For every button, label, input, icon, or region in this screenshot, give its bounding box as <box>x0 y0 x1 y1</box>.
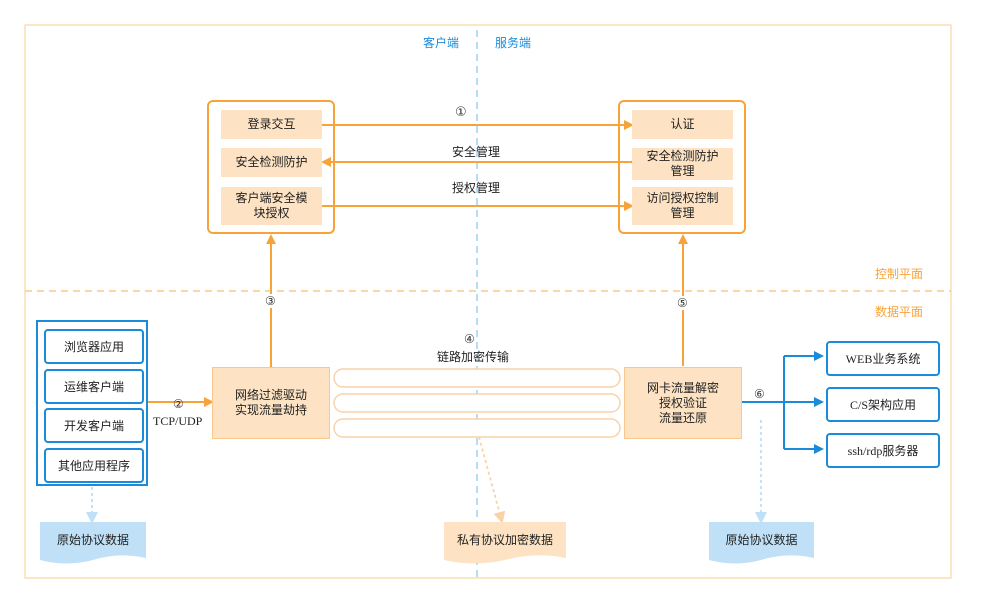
step-5-label: ⑤ <box>677 296 688 310</box>
app-browser: 浏览器应用 <box>44 329 144 364</box>
app-dev-client: 开发客户端 <box>44 408 144 443</box>
data-doc-left <box>40 522 146 564</box>
link-label-1: ① <box>455 105 467 120</box>
protocol-label: TCP/UDP <box>153 414 203 428</box>
client-login-interaction: 登录交互 <box>221 110 322 139</box>
client-header: 客户端 <box>423 36 460 50</box>
server-header: 服务端 <box>495 36 532 50</box>
data-doc-right <box>709 522 814 564</box>
control-plane-label: 控制平面 <box>875 267 924 281</box>
step-6-label: ⑥ <box>754 387 765 401</box>
tunnel-2 <box>333 393 621 413</box>
server-access-control: 访问授权控制 管理 <box>632 187 733 225</box>
raw-data-left-label: 原始协议数据 <box>56 532 129 547</box>
link-label-3: 授权管理 <box>452 181 501 195</box>
app-ops-client: 运维客户端 <box>44 369 144 404</box>
tunnel-label: 链路加密传输 <box>437 350 510 364</box>
client-module-authorization: 客户端安全模 块授权 <box>221 187 322 225</box>
tunnel-3 <box>333 418 621 438</box>
nic-decrypt-module: 网卡流量解密 授权验证 流量还原 <box>624 367 742 439</box>
server-authentication: 认证 <box>632 110 733 139</box>
tunnel-1 <box>333 368 621 388</box>
step-4-label: ④ <box>464 332 475 346</box>
network-filter-driver: 网络过滤驱动 实现流量劫持 <box>212 367 330 439</box>
down-arrow-middle <box>478 436 506 524</box>
server-security-management: 安全检测防护 管理 <box>632 148 733 180</box>
link-label-2: 安全管理 <box>452 145 501 159</box>
data-plane-label: 数据平面 <box>875 305 924 319</box>
service-ssh-rdp: ssh/rdp服务器 <box>826 433 940 468</box>
app-other: 其他应用程序 <box>44 448 144 483</box>
step-3-label: ③ <box>265 294 276 308</box>
step-2-label: ② <box>173 397 184 411</box>
raw-data-right-label: 原始协议数据 <box>725 532 798 547</box>
encrypted-data-label: 私有协议加密数据 <box>456 532 553 547</box>
data-doc-middle <box>444 522 566 564</box>
service-cs: C/S架构应用 <box>826 387 940 422</box>
service-web: WEB业务系统 <box>826 341 940 376</box>
client-security-detection: 安全检测防护 <box>221 148 322 177</box>
outer-frame <box>24 24 952 579</box>
